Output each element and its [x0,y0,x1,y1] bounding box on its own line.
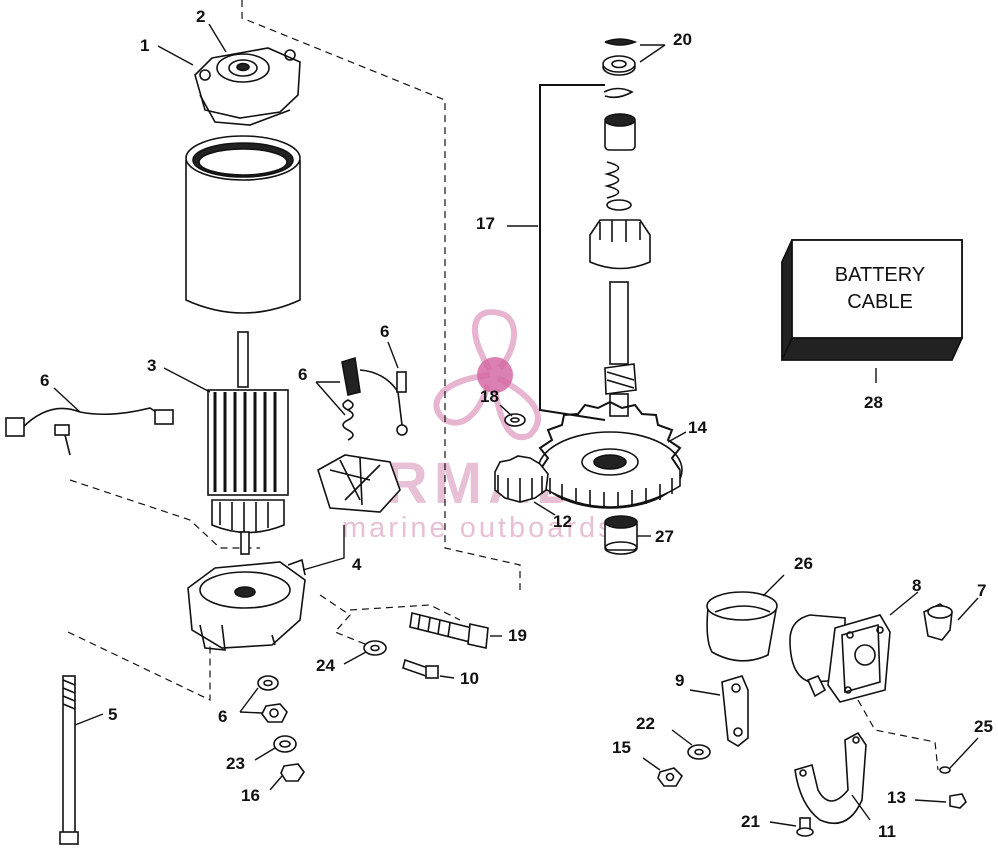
callout-5: 5 [108,705,118,724]
callout-13: 13 [887,788,906,807]
callout-26: 26 [794,554,813,573]
battery-cable-line2: CABLE [847,291,913,313]
callout-27: 27 [655,527,674,546]
callout-6-wire: 6 [40,371,50,390]
callout-6-nut: 6 [218,707,228,726]
leader-lines [53,23,979,827]
motor-frame [185,135,301,314]
brush-spring-part-6 [341,356,408,441]
callout-3: 3 [147,356,157,375]
callout-17: 17 [476,214,495,233]
through-bolt-part-5 [59,675,79,845]
callout-7: 7 [977,581,987,600]
end-cap-part-1 [194,47,301,126]
callout-23: 23 [226,754,245,773]
hardware-22-15-13-21-25 [657,744,967,837]
washer-part-18 [504,413,526,427]
callout-22: 22 [636,714,655,733]
pinion-part-12 [494,455,549,503]
callout-6-spring: 6 [298,365,308,384]
battery-cable-label: BATTERY CABLE [800,262,960,316]
bushing-part-27 [604,515,638,555]
callout-28: 28 [864,393,883,412]
callout-14: 14 [688,418,707,437]
bracket-part-11 [794,731,867,825]
callout-8: 8 [912,576,922,595]
strap-part-9 [721,675,749,747]
callout-11: 11 [878,822,896,841]
boot-part-7 [923,603,953,641]
assembly-guide-lines [67,0,939,771]
callout-2: 2 [196,7,206,26]
solenoid-part-8 [789,614,891,703]
callout-4: 4 [352,555,362,574]
armature-part-3 [207,331,289,555]
callout-15: 15 [612,738,631,757]
callout-25: 25 [974,717,993,736]
callout-19: 19 [508,626,527,645]
wire-lead-part-6 [5,407,174,456]
screw-part-10 [402,658,439,679]
brush-holder [317,454,401,513]
callout-18: 18 [480,387,499,406]
callout-12: 12 [553,512,572,531]
callout-9: 9 [675,671,685,690]
callout-10: 10 [460,669,479,688]
callout-1: 1 [140,36,150,55]
hardware-6-23-16 [257,675,305,782]
callout-24: 24 [316,656,335,675]
battery-cable-box-part-28 [780,239,964,361]
callout-21: 21 [741,812,760,831]
propeller-logo-icon [433,309,541,441]
callout-16: 16 [241,786,260,805]
watermark-tagline: marine outboards [342,512,616,544]
battery-cable-line1: BATTERY [834,264,926,286]
commutator-cap-part-4 [187,558,306,651]
callout-20: 20 [673,30,692,49]
gear-part-14 [537,400,683,509]
bolt-part-19 [409,612,489,649]
callout-6-screw: 6 [380,322,390,341]
drive-assembly-part-17 [589,38,651,417]
cover-part-26 [706,591,778,662]
washer-part-24 [363,640,387,656]
